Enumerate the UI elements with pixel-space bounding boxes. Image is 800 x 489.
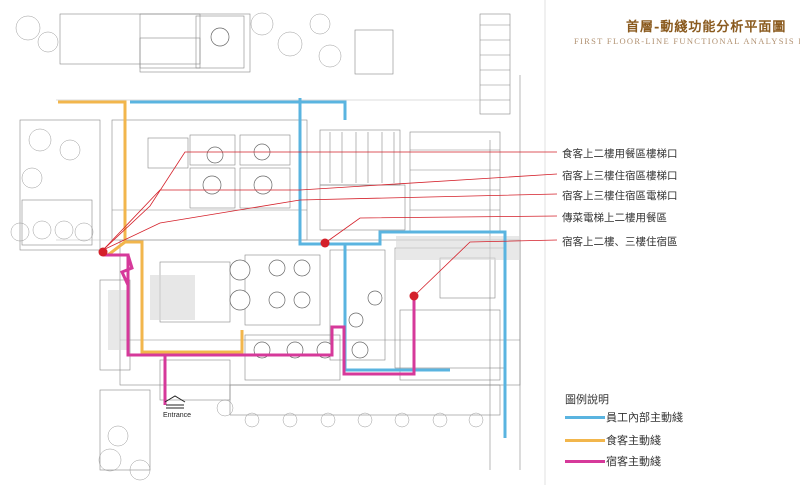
legend-label-diner: 食客主動綫	[606, 434, 661, 447]
legend-swatch-staff	[565, 416, 605, 419]
legend-swatch-guest	[565, 460, 605, 463]
callout-diner-stair: 食客上二樓用餐區樓梯口	[562, 148, 678, 160]
staff-circulation-line	[130, 98, 507, 438]
legend-label-guest: 宿客主動綫	[606, 455, 661, 468]
callout-guest-elevator: 宿客上三樓住宿區電梯口	[562, 190, 678, 202]
plan-title: 首層-動綫功能分析平面圖	[626, 20, 787, 35]
floor-plan-linework	[19, 0, 546, 485]
dining-tables	[202, 27, 383, 359]
plan-subtitle: FIRST FLOOR-LINE FUNCTIONAL ANALYSIS PLA…	[574, 36, 800, 46]
entrance-icon	[164, 395, 186, 409]
legend-title: 圖例說明	[565, 393, 609, 406]
callout-guest-stair: 宿客上三樓住宿區樓梯口	[562, 170, 678, 182]
callout-food-elevator: 傳菜電梯上二樓用餐區	[562, 212, 667, 224]
diner-circulation-line	[58, 100, 244, 354]
legend-swatch-diner	[565, 439, 605, 442]
legend-label-staff: 員工內部主動綫	[606, 411, 683, 424]
marker-dots	[98, 238, 419, 301]
guest-circulation-line	[103, 253, 416, 405]
callout-guest-lodging: 宿客上二樓、三樓住宿區	[562, 236, 678, 248]
callout-leaders	[102, 151, 558, 297]
landscape-trees	[10, 12, 484, 481]
entrance-label: Entrance	[163, 412, 192, 419]
hatched-zones	[108, 236, 520, 350]
